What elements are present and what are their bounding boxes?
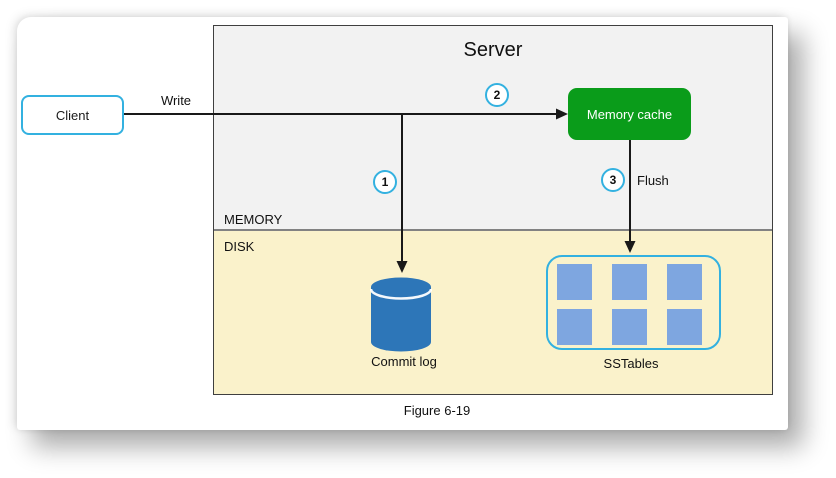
- step-2-badge: 2: [485, 83, 509, 107]
- figure-caption: Figure 6-19: [403, 403, 471, 418]
- sstable-square: [612, 309, 647, 345]
- sstable-square: [667, 309, 702, 345]
- memory-cache-label: Memory cache: [586, 106, 673, 122]
- diagram-canvas: Server MEMORY DISK Client Wri: [17, 17, 788, 430]
- client-node: Client: [21, 95, 124, 135]
- sstable-square: [557, 309, 592, 345]
- sstable-square: [667, 264, 702, 300]
- sstable-square: [557, 264, 592, 300]
- memory-region-label: MEMORY: [224, 212, 283, 227]
- step-1-badge: 1: [373, 170, 397, 194]
- step-3-badge: 3: [601, 168, 625, 192]
- commit-log-cylinder-icon: [370, 277, 432, 352]
- memory-cache-node: Memory cache: [568, 88, 691, 140]
- flush-edge-label: Flush: [637, 173, 669, 188]
- disk-region-label: DISK: [224, 239, 255, 254]
- sstables-container: [546, 255, 721, 350]
- client-label: Client: [55, 107, 90, 123]
- write-edge-label: Write: [160, 93, 192, 108]
- sstable-square: [612, 264, 647, 300]
- commit-log-label: Commit log: [371, 354, 437, 369]
- sstables-label: SSTables: [603, 356, 659, 371]
- server-title: Server: [463, 39, 523, 61]
